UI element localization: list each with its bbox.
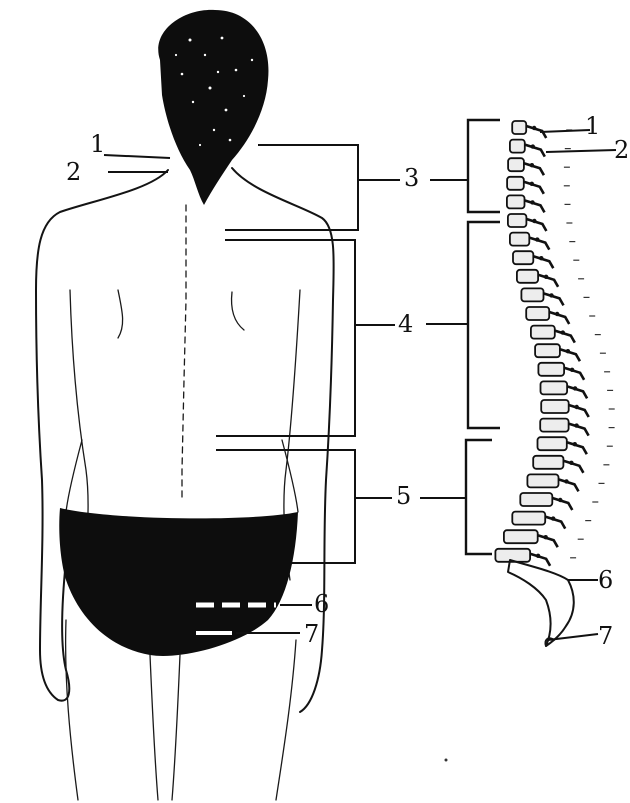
vertebra bbox=[508, 158, 524, 171]
label-3-cervical: 3 bbox=[404, 164, 419, 192]
right-thigh-outer bbox=[276, 640, 296, 800]
vertebral-foramen-dot bbox=[569, 461, 573, 465]
vertebra bbox=[517, 270, 538, 283]
left-thigh-outer bbox=[66, 620, 78, 800]
spine-label-2: 2 bbox=[614, 136, 629, 164]
vertebral-foramen-dot bbox=[539, 256, 543, 260]
lateral-spine-column bbox=[495, 121, 614, 566]
vertebral-foramen-dot bbox=[530, 163, 534, 167]
vertebral-foramen-dot bbox=[575, 405, 579, 409]
label-1-figure: 1 bbox=[90, 130, 105, 158]
back-view-figure bbox=[36, 10, 334, 800]
vertebra bbox=[538, 437, 567, 450]
vertebral-foramen-dot bbox=[566, 349, 570, 353]
spine-bracket-lumbar bbox=[466, 440, 492, 554]
spine-label-6: 6 bbox=[598, 566, 613, 594]
vertebra bbox=[512, 512, 545, 525]
vertebral-foramen-dot bbox=[544, 535, 548, 539]
spine-bracket-thoracic bbox=[468, 222, 500, 428]
spine-label-7: 7 bbox=[598, 622, 613, 650]
vertebral-foramen-dot bbox=[564, 479, 568, 483]
vertebral-foramen-dot bbox=[536, 554, 540, 558]
vertebral-foramen-dot bbox=[558, 498, 562, 502]
spine-labels: 1 2 6 7 bbox=[585, 112, 629, 650]
label-6-figure: 6 bbox=[314, 590, 329, 618]
vertebra bbox=[531, 326, 555, 339]
vertebral-foramen-dot bbox=[573, 442, 577, 446]
vertebral-foramen-dot bbox=[532, 219, 536, 223]
vertebral-foramen-dot bbox=[561, 330, 565, 334]
right-leg bbox=[172, 655, 180, 800]
vertebra bbox=[504, 530, 538, 543]
vertebral-foramen-dot bbox=[570, 368, 574, 372]
vertebra bbox=[538, 363, 564, 376]
vertebra bbox=[508, 214, 527, 227]
vertebral-foramen-dot bbox=[573, 386, 577, 390]
vertebra bbox=[541, 400, 569, 413]
vertebra bbox=[507, 195, 525, 208]
vertebra bbox=[512, 121, 526, 134]
bracket-3-figure bbox=[225, 145, 358, 230]
vertebra bbox=[510, 140, 525, 153]
vertebral-foramen-dot bbox=[531, 144, 535, 148]
lateral-spine-brackets bbox=[420, 120, 500, 554]
vertebra bbox=[513, 251, 533, 264]
vertebra bbox=[541, 381, 568, 394]
vertebral-foramen-dot bbox=[555, 312, 559, 316]
spine-bracket-cervical bbox=[468, 120, 500, 212]
vertebral-foramen-dot bbox=[574, 423, 578, 427]
label-5-lumbar: 5 bbox=[396, 482, 411, 510]
vertebra bbox=[535, 344, 560, 357]
hair bbox=[158, 10, 268, 205]
left-leg bbox=[150, 655, 158, 800]
vertebra bbox=[521, 288, 543, 301]
label-7-figure: 7 bbox=[304, 620, 319, 648]
vertebra bbox=[510, 233, 529, 246]
left-scapula bbox=[118, 290, 123, 338]
vertebral-foramen-dot bbox=[532, 126, 536, 130]
vertebral-foramen-dot bbox=[530, 182, 534, 186]
sacrum-coccyx bbox=[508, 560, 574, 646]
vertebra bbox=[540, 419, 568, 432]
waist-left bbox=[66, 440, 82, 512]
spine-label-1: 1 bbox=[585, 112, 600, 140]
vertebra bbox=[527, 474, 558, 487]
vertebral-foramen-dot bbox=[551, 516, 555, 520]
right-scapula bbox=[232, 292, 245, 330]
vertebra bbox=[533, 456, 563, 469]
vertebral-foramen-dot bbox=[549, 293, 553, 297]
vertebral-foramen-dot bbox=[544, 275, 548, 279]
back-spine-line bbox=[182, 205, 186, 500]
vertebral-foramen-dot bbox=[535, 237, 539, 241]
label-4-thoracic: 4 bbox=[398, 310, 413, 338]
stray-dot bbox=[445, 759, 448, 762]
vertebra bbox=[507, 177, 524, 190]
sacrum bbox=[508, 560, 574, 646]
vertebra bbox=[526, 307, 549, 320]
vertebral-foramen-dot bbox=[530, 200, 534, 204]
vertebra bbox=[520, 493, 552, 506]
label-2-figure: 2 bbox=[66, 158, 81, 186]
